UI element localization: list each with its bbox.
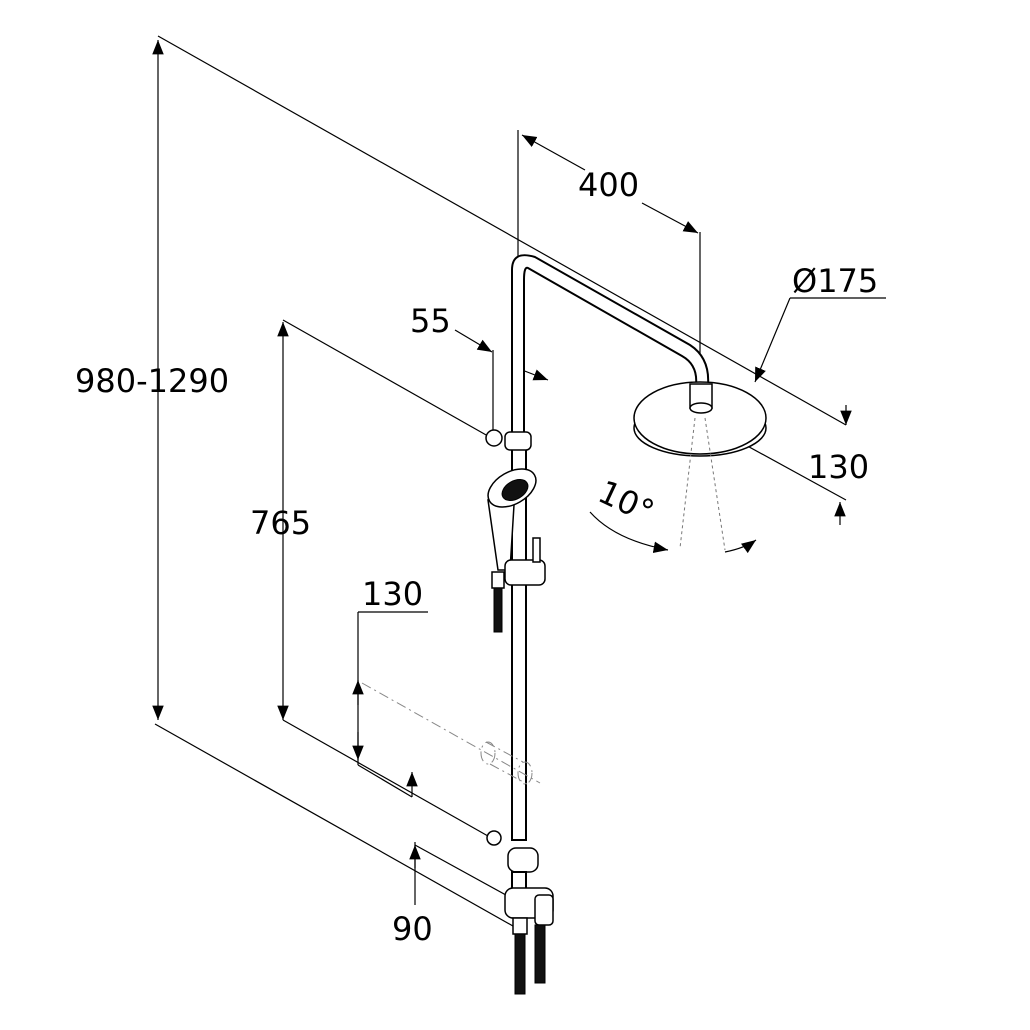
tilt-arc-left (589, 511, 669, 553)
tilt-angle-label: 10° (592, 473, 659, 531)
tilt-arc-right (724, 539, 757, 554)
phantom-bracket-left (480, 741, 496, 765)
holder-offset-label: 55 (410, 302, 451, 340)
hose-connector (491, 571, 505, 589)
hand-shower-bottom-extension (282, 719, 496, 841)
top-extension-line (157, 35, 847, 426)
head-nut (689, 402, 713, 414)
diverter-knob (534, 894, 554, 926)
arm-pipe-marker (521, 369, 549, 381)
spray-line-right (704, 417, 726, 551)
phantom-bracket-right (517, 761, 533, 785)
slider-holder (504, 559, 546, 586)
phantom-centerline (361, 682, 541, 784)
phantom-bracket (361, 682, 541, 785)
wall-offset-diagonal (357, 764, 413, 798)
wall-offset-label: 130 (362, 575, 423, 613)
total-height-label: 980-1290 (75, 362, 229, 400)
bottom-mixer (486, 830, 554, 995)
hand-shower-top-extension (282, 319, 496, 441)
inlet-pipe-right (534, 924, 546, 984)
slider-knob (532, 537, 541, 563)
arm-dimension-right (641, 202, 699, 234)
arm-length-label: 400 (578, 166, 639, 204)
wall-bracket-bottom (486, 830, 502, 846)
dimension-labels: 980-1290 400 Ø175 130 765 55 130 90 10° (75, 166, 878, 948)
inlet-connector-left (512, 917, 528, 935)
spray-line-left (679, 417, 696, 549)
rail-top-holder (504, 431, 532, 451)
phantom-bracket-top (485, 741, 524, 763)
riser-rail (485, 429, 532, 841)
hand-shower-height-label: 765 (250, 504, 311, 542)
hand-shower-nozzle (501, 479, 529, 501)
bottom-extension-line (154, 723, 521, 931)
inlet-pipe-left (514, 933, 526, 995)
wall-bracket-top (485, 429, 503, 447)
hose-stub (493, 587, 503, 633)
diameter-leader-arrow (754, 297, 791, 383)
bottom-offset-label: 90 (392, 910, 433, 948)
overhead-shower (511, 254, 767, 551)
bottom-offset-extension (414, 844, 516, 901)
phantom-bracket-bottom (489, 763, 528, 785)
hand-shower (487, 468, 546, 633)
head-offset-label: 130 (808, 448, 869, 486)
head-diameter-label: Ø175 (792, 262, 878, 300)
rail-bottom-holder (507, 847, 539, 873)
arm-dimension-left (521, 134, 586, 171)
holder-offset-leader (454, 329, 493, 353)
head-disc-top (633, 381, 767, 455)
